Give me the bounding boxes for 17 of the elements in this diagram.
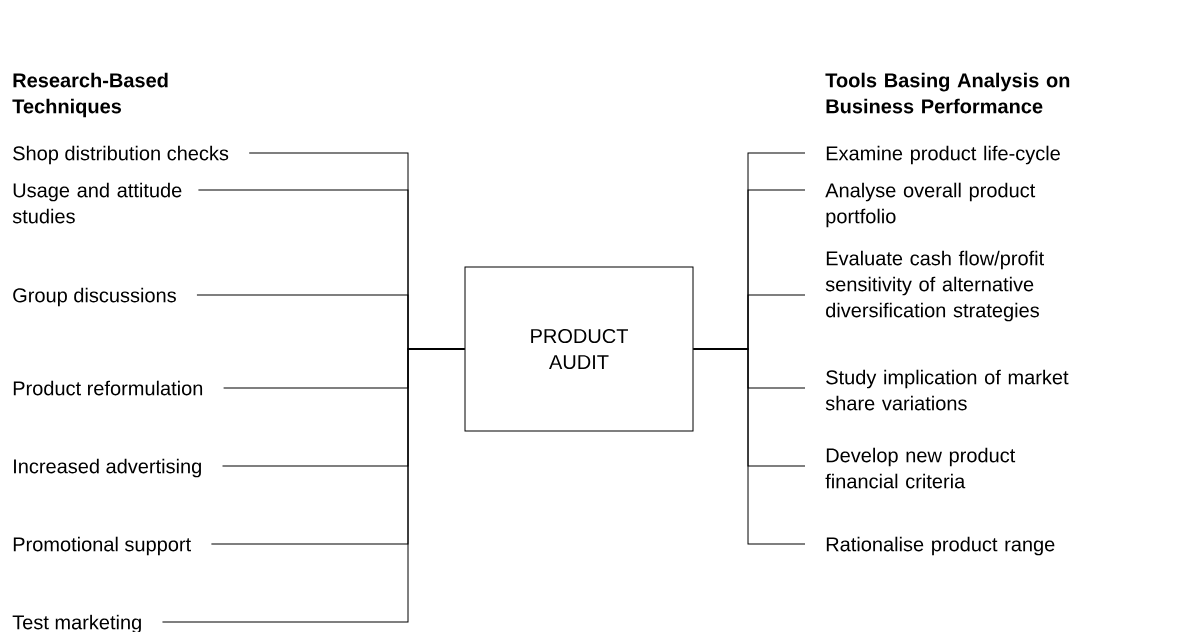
item-text: Examine product life-cycle (826, 145, 1060, 165)
connector-line (161, 348, 465, 623)
column-heading: Tools Basing Analysis on Business Performance (825, 72, 1070, 114)
connector-line (693, 348, 806, 545)
item-text: Study implication of market share variations (825, 369, 1069, 411)
column-heading: Research-Based Techniques (12, 72, 168, 118)
item-text: Rationalise product range (826, 536, 1055, 556)
item-text: Analyse overall product portfolio (825, 182, 1036, 228)
item-text: Evaluate cash flow/profit sensitivity of alternative diversification strategies (825, 250, 1044, 322)
item-text: Develop new product financial criteria (825, 447, 1016, 489)
item-text: Increased advertising (14, 458, 201, 478)
item-text: Promotional support (13, 536, 191, 556)
process-box: PRODUCT AUDIT (464, 266, 694, 432)
item-text: Product reformulation (13, 380, 203, 396)
item-text: Usage and attitude studies (12, 182, 182, 224)
item-text: Group discussions (13, 287, 176, 307)
item-text: Shop distribution checks (13, 145, 229, 165)
